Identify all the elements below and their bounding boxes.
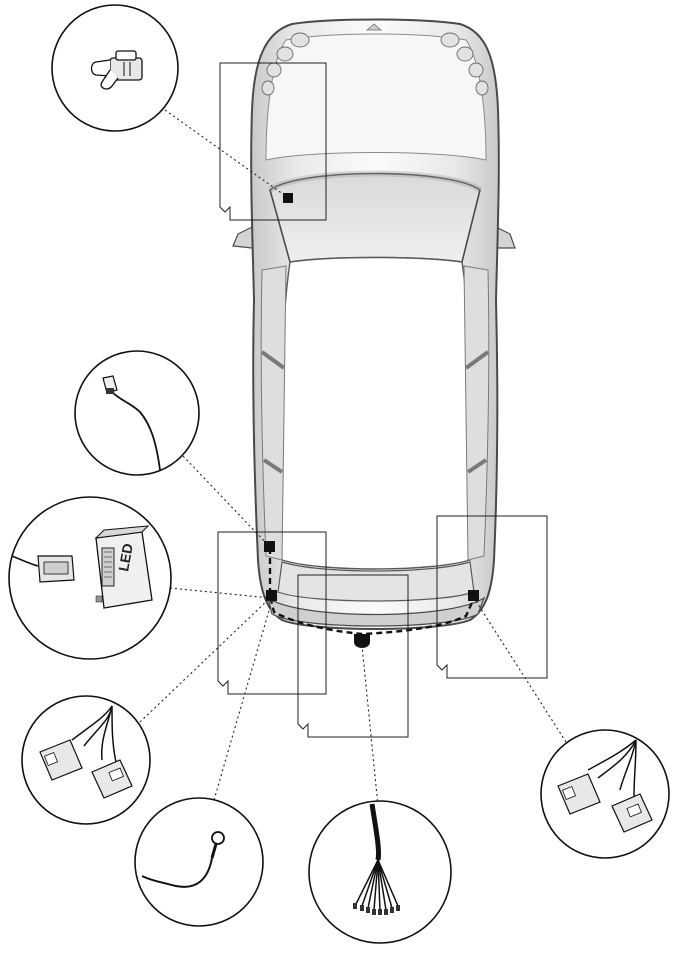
bulb-socket-connector-icon xyxy=(102,375,161,471)
zone-frame-front xyxy=(219,62,327,221)
control-module-icon: LED xyxy=(11,525,153,609)
plug-connector-pair-icon xyxy=(557,739,653,833)
detail-circle-fuse xyxy=(51,4,179,132)
rear-bumper xyxy=(267,596,486,627)
blade-fuse-icon xyxy=(90,50,143,90)
door-pillars xyxy=(260,350,490,474)
zone-frame-rear-left xyxy=(217,531,327,695)
roof xyxy=(279,256,473,570)
callout-line-ring-terminal xyxy=(213,599,273,801)
towbar-socket-point xyxy=(354,634,370,648)
zone-frames xyxy=(217,62,548,738)
rear-left-upper-connector-point xyxy=(264,541,275,552)
detail-circle-ring-terminal xyxy=(134,797,264,927)
detail-circle-loom xyxy=(308,800,452,944)
hood-panel xyxy=(265,33,487,161)
detail-circle-plug-right xyxy=(540,729,670,859)
front-emblem xyxy=(365,23,383,31)
rear-right-connector-point xyxy=(468,590,479,601)
left-headlight xyxy=(261,32,310,96)
rear-left-lower-connector-point xyxy=(266,590,277,601)
wire-loom-bundle-icon xyxy=(353,803,400,915)
ring-terminal-icon xyxy=(141,831,225,888)
module-label: LED xyxy=(115,542,136,572)
wiring-harness xyxy=(264,193,479,648)
right-headlight xyxy=(440,32,489,96)
callout-line-bulb-socket xyxy=(182,455,269,546)
zone-frame-rear-right xyxy=(436,515,548,679)
right-side-windows xyxy=(463,265,490,561)
callout-line-module xyxy=(169,587,271,599)
windshield xyxy=(269,172,481,263)
detail-circle-bulb-socket xyxy=(74,350,200,476)
callout-lines xyxy=(139,109,567,807)
car-top-view xyxy=(232,18,516,630)
callout-line-loom xyxy=(361,644,379,807)
detail-circle-plug-left xyxy=(21,695,151,825)
left-side-windows xyxy=(260,265,287,561)
zone-frame-rear-center xyxy=(297,574,409,738)
front-connector-point xyxy=(283,193,293,203)
detail-circle-module: LED xyxy=(8,496,172,660)
callout-line-plug-right xyxy=(473,597,567,743)
plug-connector-pair-icon xyxy=(39,705,133,799)
